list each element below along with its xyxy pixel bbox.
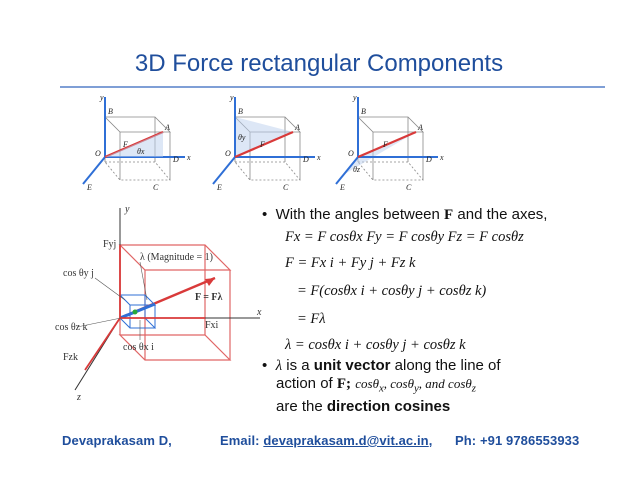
fig2-x-label: x — [316, 153, 321, 162]
fig1-A-label: A — [164, 123, 170, 132]
fig3-F-label: F — [382, 140, 388, 149]
fig2-O-label: O — [225, 149, 231, 158]
equation-F-lambda: = Fλ — [297, 311, 326, 327]
title-underline — [60, 86, 605, 88]
fig3-y-label: y — [352, 93, 357, 102]
fig1-B-label: B — [108, 107, 113, 116]
big-x-label: x — [256, 307, 262, 318]
fig3-B-label: B — [361, 107, 366, 116]
equation-lambda: λ = cosθx i + cosθy j + cosθz k — [285, 337, 466, 353]
bullet-unit-vector-bold: unit vector — [313, 357, 391, 374]
figure-theta-x: y x B A O D E C F θx — [75, 92, 205, 197]
big-Fzk-label: Fzk — [63, 352, 78, 363]
bullet-angles-F: F — [444, 207, 454, 223]
fig3-D-label: D — [425, 155, 432, 164]
bullet-is-a: is a — [286, 357, 310, 374]
bullet-lambda-symbol: λ — [275, 358, 283, 374]
cos-theta-x-i-label: cos θx i — [123, 342, 154, 353]
big-Fxi-label: Fxi — [205, 320, 219, 331]
bullet-action-F: F; — [336, 376, 352, 392]
figure-theta-y: y x B A O D E C F θy — [205, 92, 335, 197]
fig1-x-label: x — [186, 153, 191, 162]
F-equals-Flambda-label: F = Fλ — [195, 292, 223, 303]
fig3-O-label: O — [348, 149, 354, 158]
fig3-A-label: A — [417, 123, 423, 132]
bullet-angles: • With the angles between F and the axes… — [262, 206, 548, 223]
big-Fyj-label: Fyj — [103, 239, 116, 250]
fig2-E-label: E — [216, 183, 222, 192]
big-z-label: z — [76, 392, 81, 403]
fig2-A-label: A — [294, 123, 300, 132]
figure-unit-vector: y x z Fyj Fxi Fzk λ (Magnitude = 1) F = … — [55, 200, 275, 405]
fig1-O-label: O — [95, 149, 101, 158]
fig2-B-label: B — [238, 107, 243, 116]
bullet-along-line: along the line of — [394, 357, 501, 374]
bullet-angles-prefix: With the angles between — [275, 206, 440, 223]
footer-email-link[interactable]: devaprakasam.d@vit.ac.in — [263, 433, 429, 448]
equation-F-direction: = F(cosθx i + cosθy j + cosθz k) — [297, 283, 487, 299]
footer-name: Devaprakasam D, — [62, 433, 172, 448]
fig1-C-label: C — [153, 183, 159, 192]
equation-components: Fx = F cosθx Fy = F cosθy Fz = F cosθz — [285, 229, 524, 245]
bullet-unit-vector: • λ is a unit vector along the line of a… — [262, 357, 501, 415]
fig2-D-label: D — [302, 155, 309, 164]
fig2-theta-label: θy — [238, 133, 246, 142]
footer-email: Email: devaprakasam.d@vit.ac.in, — [220, 433, 433, 448]
cos-theta-z-k-label: cos θz k — [55, 322, 88, 333]
fig1-F-label: F — [122, 140, 128, 149]
slide-title: 3D Force rectangular Components — [134, 50, 504, 77]
bullet-angles-suffix: and the axes, — [457, 206, 548, 223]
fig3-x-label: x — [439, 153, 444, 162]
footer-email-label: Email: — [220, 433, 260, 448]
fig3-C-label: C — [406, 183, 412, 192]
equation-F-vector: F = Fx i + Fy j + Fz k — [285, 255, 416, 271]
fig2-y-label: y — [229, 93, 234, 102]
bullet-direction-cosines: direction cosines — [326, 397, 451, 415]
fig1-E-label: E — [86, 183, 92, 192]
fig2-C-label: C — [283, 183, 289, 192]
fig1-D-label: D — [172, 155, 179, 164]
big-y-label: y — [124, 204, 130, 215]
bullet-are-the: are the — [276, 397, 323, 415]
fig1-theta-label: θx — [137, 147, 145, 156]
figure-theta-z: y x B A O D E C F θz — [328, 92, 458, 197]
cos-theta-y-j-label: cos θy j — [63, 268, 94, 279]
bullet-cos-list: cosθx, cosθy, and cosθz — [355, 376, 476, 395]
fig3-E-label: E — [339, 183, 345, 192]
footer-phone: Ph: +91 9786553933 — [455, 433, 580, 448]
fig1-y-label: y — [99, 93, 104, 102]
fig2-F-label: F — [259, 140, 265, 149]
fig3-theta-label: θz — [353, 165, 361, 174]
lambda-magnitude-label: λ (Magnitude = 1) — [140, 252, 213, 263]
bullet-action-of: action of — [276, 375, 333, 392]
